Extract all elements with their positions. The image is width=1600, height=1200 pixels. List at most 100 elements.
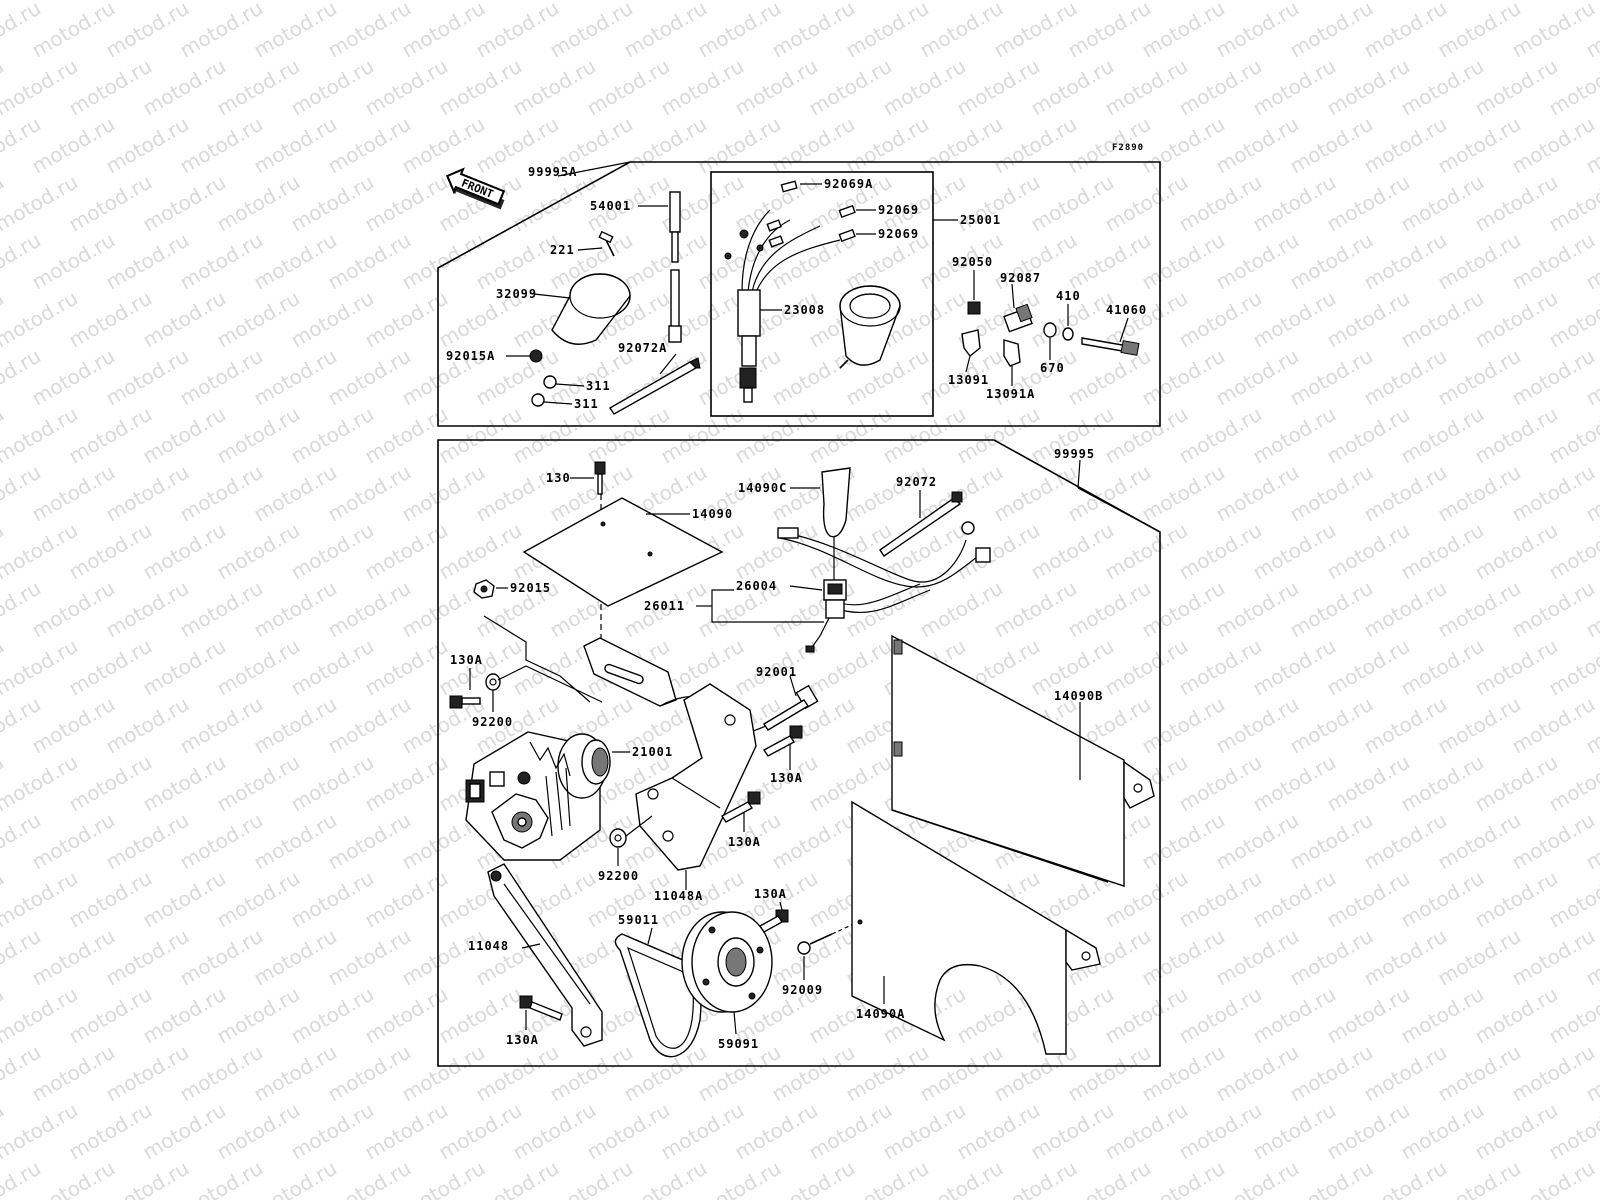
- watermark-text-540: motod.ru: [1323, 982, 1414, 1049]
- watermark-text-316: motod.ru: [139, 518, 230, 585]
- watermark-text-489: motod.ru: [1397, 866, 1488, 933]
- label-32099: 32099: [496, 287, 537, 301]
- nut-92015A: [529, 349, 543, 363]
- diagram-code: F2890: [1112, 143, 1144, 153]
- watermark-text-152: motod.ru: [1508, 112, 1599, 179]
- label-92072: 92072: [896, 475, 937, 489]
- watermark-text-236: motod.ru: [28, 344, 119, 411]
- watermark-text-229: motod.ru: [1397, 286, 1488, 353]
- watermark-text-141: motod.ru: [694, 112, 785, 179]
- watermark-text-447: motod.ru: [250, 808, 341, 875]
- watermark-text-189: motod.ru: [398, 228, 489, 295]
- label-92001: 92001: [756, 665, 797, 679]
- watermark-text-294: motod.ru: [472, 460, 563, 527]
- label-92200-2: 92200: [598, 869, 639, 883]
- watermark-text-500: motod.ru: [324, 924, 415, 991]
- watermark-text-81: motod.ru: [102, 0, 193, 62]
- watermark-text-80: motod.ru: [28, 0, 119, 62]
- watermark-text-239: motod.ru: [250, 344, 341, 411]
- watermark-text-579: motod.ru: [361, 1098, 452, 1165]
- watermark-text-264: motod.ru: [139, 402, 230, 469]
- watermark-text-576: motod.ru: [139, 1098, 230, 1165]
- watermark-text-277: motod.ru: [1101, 402, 1192, 469]
- cover-cup-32099: [551, 273, 631, 345]
- watermark-text-110: motod.ru: [287, 54, 378, 121]
- label-410: 410: [1056, 289, 1081, 303]
- label-130A-1: 130A: [450, 653, 483, 667]
- watermark-text-446: motod.ru: [176, 808, 267, 875]
- watermark-text-93: motod.ru: [990, 0, 1081, 62]
- watermark-text-142: motod.ru: [768, 112, 859, 179]
- watermark-text-342: motod.ru: [176, 576, 267, 643]
- watermark-text-353: motod.ru: [990, 576, 1081, 643]
- label-311-a: 311: [586, 379, 611, 393]
- watermark-text-506: motod.ru: [768, 924, 859, 991]
- watermark-text-187: motod.ru: [250, 228, 341, 295]
- watermark-text-317: motod.ru: [213, 518, 304, 585]
- label-311-b: 311: [574, 397, 599, 411]
- watermark-text-367: motod.ru: [65, 634, 156, 701]
- adjuster-bar-11048: [487, 863, 603, 1047]
- watermark-text-145: motod.ru: [990, 112, 1081, 179]
- hour-meter-25001: [724, 180, 901, 403]
- watermark-text-329: motod.ru: [1101, 518, 1192, 585]
- watermark-text-511: motod.ru: [1138, 924, 1229, 991]
- watermark-text-118: motod.ru: [879, 54, 970, 121]
- upper-kit-outline: [437, 161, 1161, 427]
- watermark-text-109: motod.ru: [213, 54, 304, 121]
- watermark-text-368: motod.ru: [139, 634, 230, 701]
- watermark-text-162: motod.ru: [287, 170, 378, 237]
- screw-221: [598, 230, 615, 257]
- label-14090C: 14090C: [738, 481, 787, 495]
- watermark-text-83: motod.ru: [250, 0, 341, 62]
- watermark-text-578: motod.ru: [287, 1098, 378, 1165]
- watermark-text-488: motod.ru: [1323, 866, 1414, 933]
- watermark-text-499: motod.ru: [250, 924, 341, 991]
- watermark-text-151: motod.ru: [1434, 112, 1525, 179]
- watermark-text-564: motod.ru: [1212, 1040, 1303, 1107]
- label-21001: 21001: [632, 745, 673, 759]
- watermark-text-324: motod.ru: [731, 518, 822, 585]
- bracket-13091A: [1003, 339, 1021, 367]
- label-59011: 59011: [618, 913, 659, 927]
- watermark-text-193: motod.ru: [694, 228, 785, 295]
- watermark-text-136: motod.ru: [324, 112, 415, 179]
- watermark-text-111: motod.ru: [361, 54, 452, 121]
- label-92072A: 92072A: [618, 341, 667, 355]
- watermark-text-370: motod.ru: [287, 634, 378, 701]
- watermark-text-176: motod.ru: [1323, 170, 1414, 237]
- watermark-text-419: motod.ru: [65, 750, 156, 817]
- watermark-text-178: motod.ru: [1471, 170, 1562, 237]
- watermark-text-190: motod.ru: [472, 228, 563, 295]
- watermark-text-396: motod.ru: [324, 692, 415, 759]
- watermark-text-318: motod.ru: [287, 518, 378, 585]
- watermark-text-542: motod.ru: [1471, 982, 1562, 1049]
- watermark-text-107: motod.ru: [65, 54, 156, 121]
- screw-92009: [797, 933, 833, 955]
- watermark-text-555: motod.ru: [546, 1040, 637, 1107]
- watermark-text-250: motod.ru: [1064, 344, 1155, 411]
- watermark-text-307: motod.ru: [1434, 460, 1525, 527]
- watermark-text-302: motod.ru: [1064, 460, 1155, 527]
- watermark-text-444: motod.ru: [28, 808, 119, 875]
- watermark-text-87: motod.ru: [546, 0, 637, 62]
- nut-311-b: [531, 393, 545, 407]
- watermark-text-435: motod.ru: [1249, 750, 1340, 817]
- watermark-text-575: motod.ru: [65, 1098, 156, 1165]
- watermark-text-584: motod.ru: [731, 1098, 822, 1165]
- label-92087: 92087: [1000, 271, 1041, 285]
- watermark-text-279: motod.ru: [1249, 402, 1340, 469]
- watermark-text-228: motod.ru: [1323, 286, 1414, 353]
- nut-92050: [967, 301, 981, 315]
- bolt-130A-upper-right: [762, 725, 803, 757]
- washer-92200-right: [609, 828, 627, 848]
- watermark-text-133: motod.ru: [102, 112, 193, 179]
- watermark-text-565: motod.ru: [1286, 1040, 1377, 1107]
- watermark-text-437: motod.ru: [1397, 750, 1488, 817]
- watermark-text-143: motod.ru: [842, 112, 933, 179]
- watermark-text-90: motod.ru: [768, 0, 859, 62]
- watermark-text-562: motod.ru: [1064, 1040, 1155, 1107]
- watermark-text-448: motod.ru: [324, 808, 415, 875]
- watermark-text-357: motod.ru: [1286, 576, 1377, 643]
- watermark-text-125: motod.ru: [1397, 54, 1488, 121]
